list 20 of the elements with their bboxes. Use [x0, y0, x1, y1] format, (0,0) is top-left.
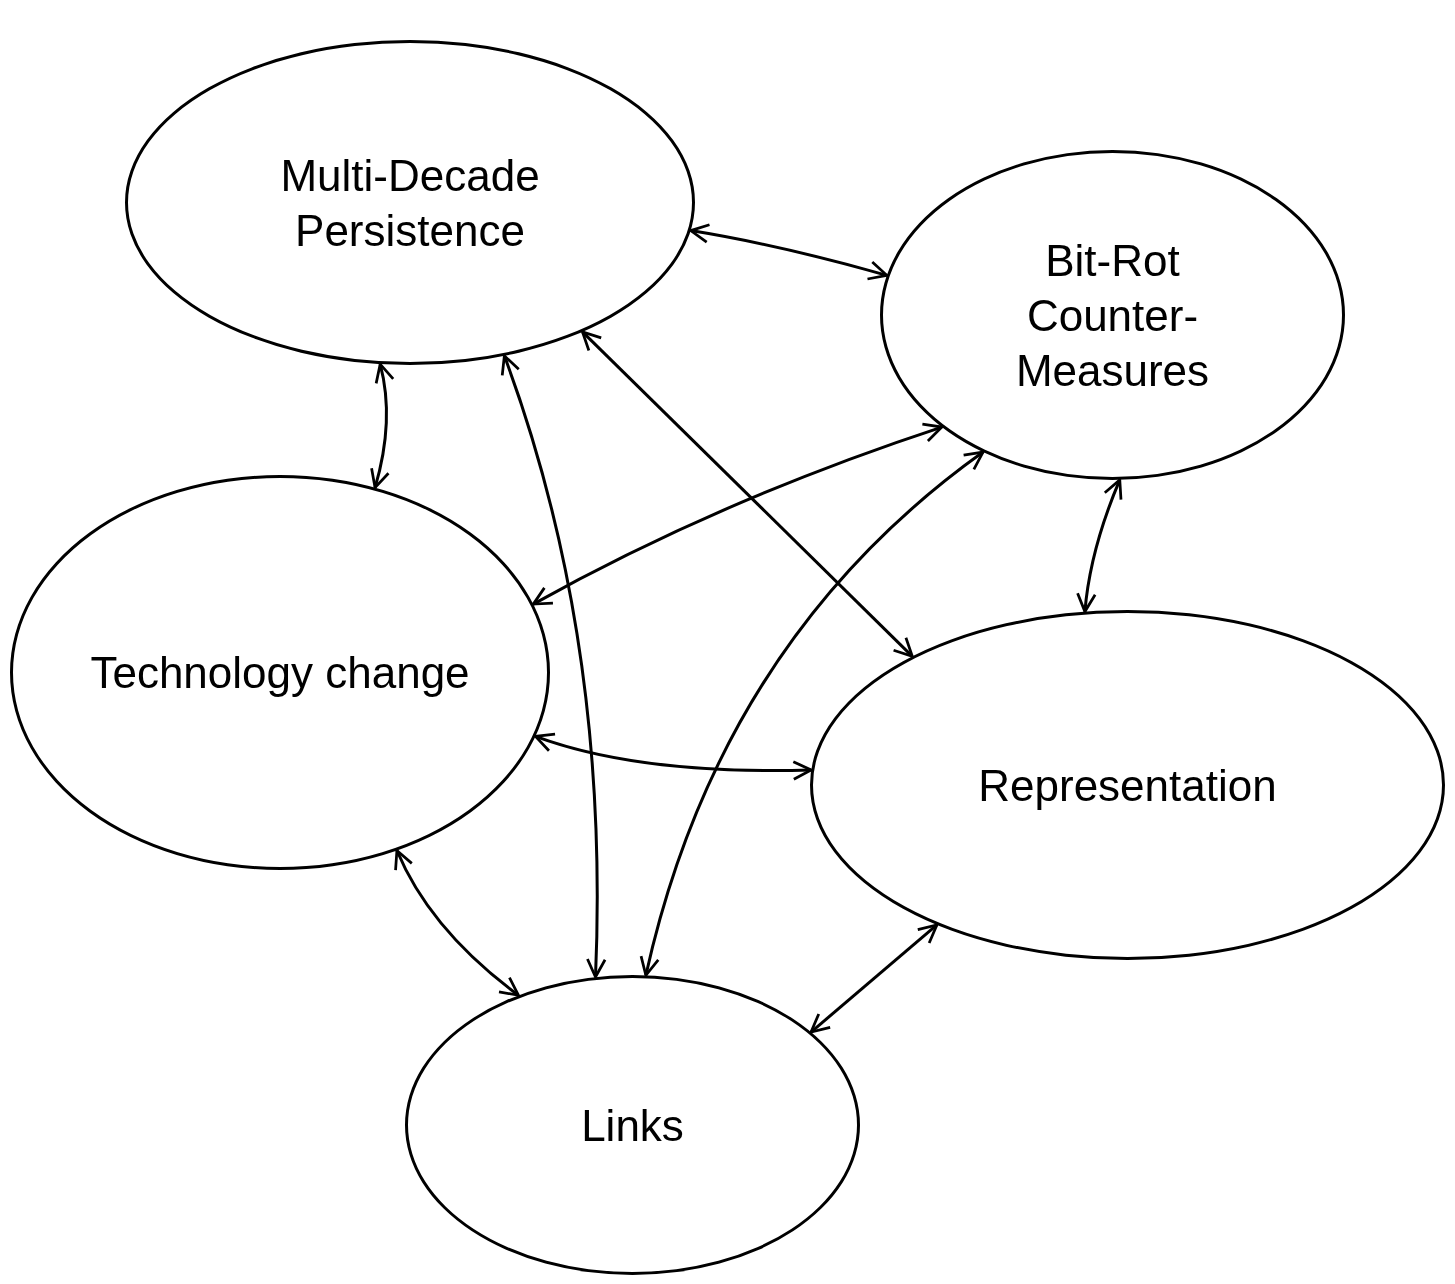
double-arrow: [581, 330, 914, 658]
ellipse-node: [10, 475, 550, 870]
ellipse-node: [405, 975, 860, 1275]
double-arrow: [394, 849, 520, 997]
double-arrow: [369, 362, 395, 489]
double-arrow: [809, 923, 939, 1034]
double-arrow: [531, 422, 944, 606]
node-label: Technology change: [90, 647, 470, 699]
node-label: Bit-Rot Counter-Measures: [1014, 234, 1211, 397]
ellipse-node: [125, 40, 695, 365]
double-arrow: [1076, 478, 1123, 613]
node-label: Multi-Decade Persistence: [279, 149, 541, 257]
ellipse-node: [810, 610, 1445, 960]
double-arrow: [640, 450, 985, 977]
ellipse-node: [880, 150, 1345, 480]
node-label: Links: [581, 1099, 684, 1152]
double-arrow: [534, 732, 813, 781]
double-arrow: [689, 223, 889, 281]
node-label: Representation: [978, 759, 1277, 812]
double-arrow: [500, 354, 607, 979]
